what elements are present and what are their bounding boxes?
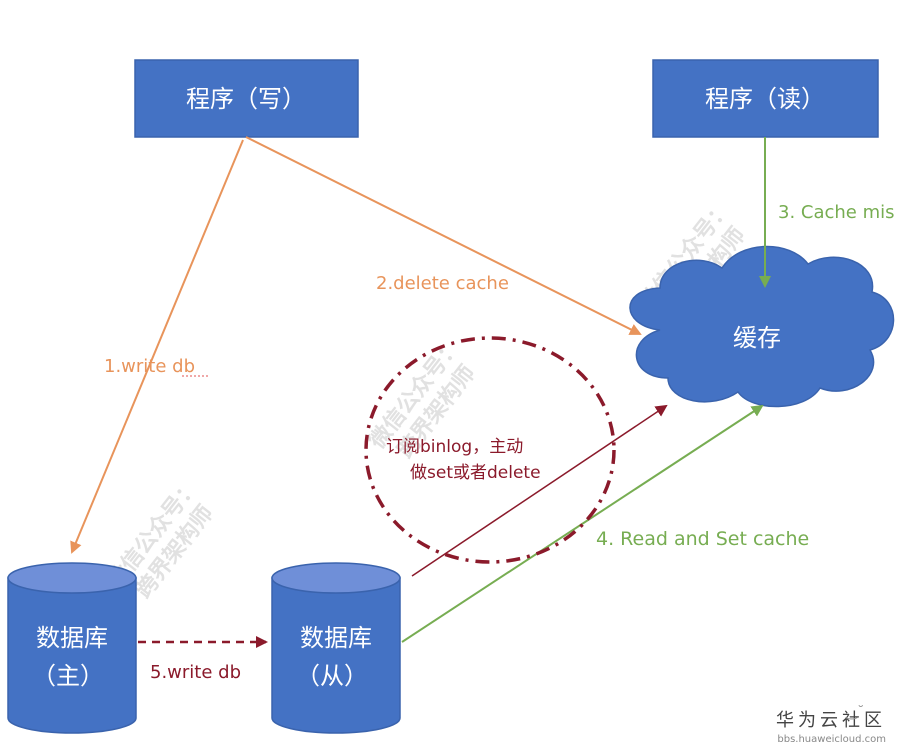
binlog-annotation: 订阅binlog，主动 做set或者delete [364, 336, 616, 564]
slave-db-node: 数据库 （从） [271, 562, 401, 734]
slave-db-label-line1: 数据库 [300, 624, 372, 652]
footer-logo-icon: ‿˘ [845, 704, 864, 720]
edge-cache-miss: 3. Cache mis [759, 137, 895, 288]
binlog-annotation-line2: 做set或者delete [410, 463, 541, 483]
master-db-label-line1: 数据库 [36, 624, 108, 652]
edge-delete-cache: 2.delete cache [245, 136, 642, 335]
edge-binlog-subscribe [411, 404, 668, 577]
writer-program-label: 程序（写） [186, 85, 306, 113]
edge-replicate: 5.write db [138, 636, 268, 683]
reader-program-label: 程序（读） [705, 85, 825, 113]
edge-replicate-label: 5.write db [150, 662, 241, 683]
reader-program-node: 程序（读） [652, 59, 879, 138]
footer-brand: 华为云社区 bbs.huaweicloud.com ‿˘ [776, 704, 886, 745]
edge-delete-cache-label: 2.delete cache [376, 273, 509, 294]
master-db-node: 数据库 （主） [7, 562, 137, 734]
edge-read-set-cache: 4. Read and Set cache [401, 404, 809, 643]
slave-db-label-line2: （从） [296, 662, 368, 690]
binlog-annotation-line1: 订阅binlog，主动 [386, 437, 523, 457]
cache-node: 缓存 [629, 245, 895, 408]
edge-cache-miss-label: 3. Cache mis [778, 202, 895, 223]
edge-write-db: 1.write db [70, 139, 244, 554]
edge-write-db-label: 1.write db [104, 356, 195, 377]
cache-label: 缓存 [733, 324, 781, 352]
master-db-label-line2: （主） [32, 662, 104, 690]
footer-brand-name: 华为云社区 [776, 710, 886, 731]
edge-read-set-cache-label: 4. Read and Set cache [596, 528, 809, 550]
writer-program-node: 程序（写） [134, 59, 359, 138]
footer-brand-url: bbs.huaweicloud.com [777, 734, 886, 745]
